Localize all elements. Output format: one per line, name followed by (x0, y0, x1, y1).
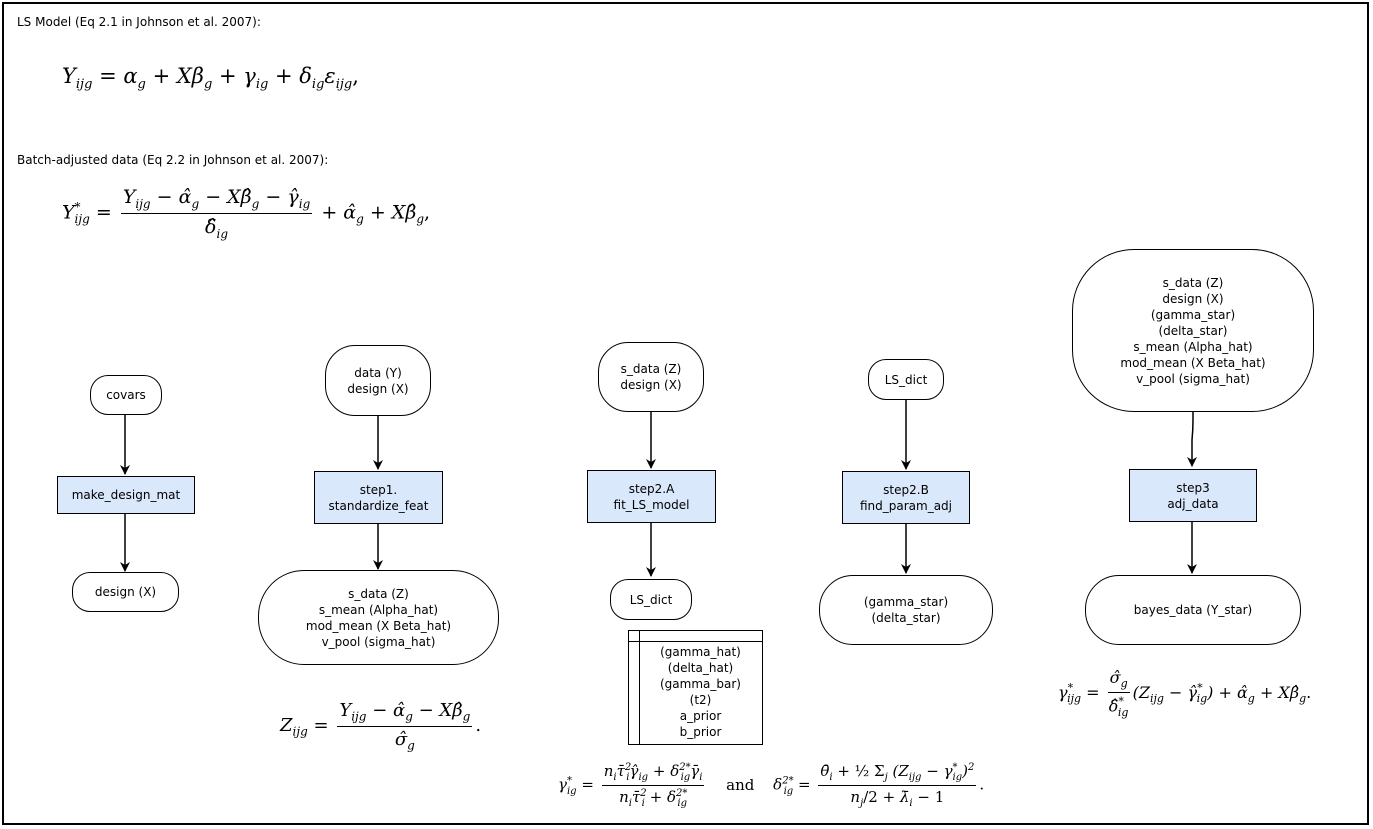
ls-dict-label: LS_dict (884, 372, 928, 387)
design-x-output-node: design (X) (72, 572, 179, 612)
t2-entry: (t2) (689, 693, 712, 707)
data-input-node: data (Y) design (X) (325, 345, 431, 416)
arrow-inputs-to-step3 (1187, 411, 1197, 467)
s-mean-label: s_mean (Alpha_hat) (1133, 339, 1253, 354)
step3-input-node: s_data (Z) design (X) (gamma_star) (delt… (1072, 249, 1314, 412)
make-design-mat-label: make_design_mat (71, 488, 181, 502)
design-x-label: design (X) (620, 378, 682, 392)
step1-function: standardize_feat (328, 498, 429, 513)
bayes-data-label: bayes_data (Y_star) (1133, 603, 1253, 617)
step1-title: step1. (359, 482, 398, 497)
covars-label: covars (106, 388, 146, 402)
step1-output-node: s_data (Z) s_mean (Alpha_hat) mod_mean (… (258, 570, 499, 665)
s-data-z-label: s_data (Z) (1162, 275, 1224, 290)
step2b-title: step2.B (883, 482, 929, 497)
s-data-z-label: s_data (Z) (348, 586, 409, 601)
step2b-function: find_param_adj (859, 498, 953, 513)
and-word: and (726, 775, 755, 794)
step2a-title: step2.A (628, 481, 675, 496)
ls-dict-contents-table: (gamma_hat) (delta_hat) (gamma_bar) (t2)… (628, 630, 763, 745)
design-x-output-label: design (X) (94, 585, 157, 599)
design-x-label: design (X) (347, 381, 409, 396)
table-index-line (639, 631, 640, 744)
step2a-function: fit_LS_model (613, 497, 690, 512)
s-data-z-label: s_data (Z) (620, 362, 682, 376)
v-pool-label: v_pool (sigma_hat) (321, 634, 436, 649)
step2a-node: step2.A fit_LS_model (587, 470, 716, 523)
v-pool-label: v_pool (sigma_hat) (1136, 371, 1250, 386)
covars-node: covars (90, 375, 162, 415)
gamma-bar-entry: (gamma_bar) (660, 677, 741, 691)
mod-mean-label: mod_mean (X Beta_hat) (1120, 355, 1266, 370)
step3-output-node: bayes_data (Y_star) (1085, 575, 1301, 645)
delta-hat-entry: (delta_hat) (667, 661, 734, 675)
batch-adjusted-heading: Batch-adjusted data (Eq 2.2 in Johnson e… (17, 153, 329, 167)
mod-mean-label: mod_mean (X Beta_hat) (305, 618, 452, 633)
delta-star-label: (delta_star) (1158, 323, 1228, 338)
ls-dict-input-node: LS_dict (868, 359, 944, 400)
gamma-star-label: (gamma_star) (863, 595, 949, 609)
ls-dict-label: LS_dict (629, 592, 673, 607)
step3-node: step3 adj_data (1129, 469, 1257, 522)
design-x-label: design (X) (1162, 291, 1224, 306)
data-y-label: data (Y) (354, 365, 402, 380)
ls-model-equation: Yijg = αg + Xβg + γig + δigεijg, (62, 64, 359, 93)
delta-star-label: (delta_star) (871, 611, 941, 625)
step2b-node: step2.B find_param_adj (842, 471, 970, 524)
step3-function: adj_data (1167, 496, 1219, 511)
step3-title: step3 (1176, 480, 1210, 495)
s-mean-label: s_mean (Alpha_hat) (318, 602, 439, 617)
step1-node: step1. standardize_feat (314, 471, 443, 524)
step2a-input-node: s_data (Z) design (X) (598, 342, 704, 412)
ls-model-heading: LS Model (Eq 2.1 in Johnson et al. 2007)… (17, 15, 261, 29)
step2b-output-node: (gamma_star) (delta_star) (819, 575, 993, 645)
gamma-hat-entry: (gamma_hat) (660, 645, 741, 659)
a-prior-entry: a_prior (679, 709, 722, 723)
b-prior-entry: b_prior (679, 725, 722, 739)
table-header-line (629, 641, 762, 642)
gamma-star-label: (gamma_star) (1150, 307, 1236, 322)
make-design-mat-node: make_design_mat (57, 476, 195, 514)
ls-dict-output-node: LS_dict (610, 579, 692, 620)
